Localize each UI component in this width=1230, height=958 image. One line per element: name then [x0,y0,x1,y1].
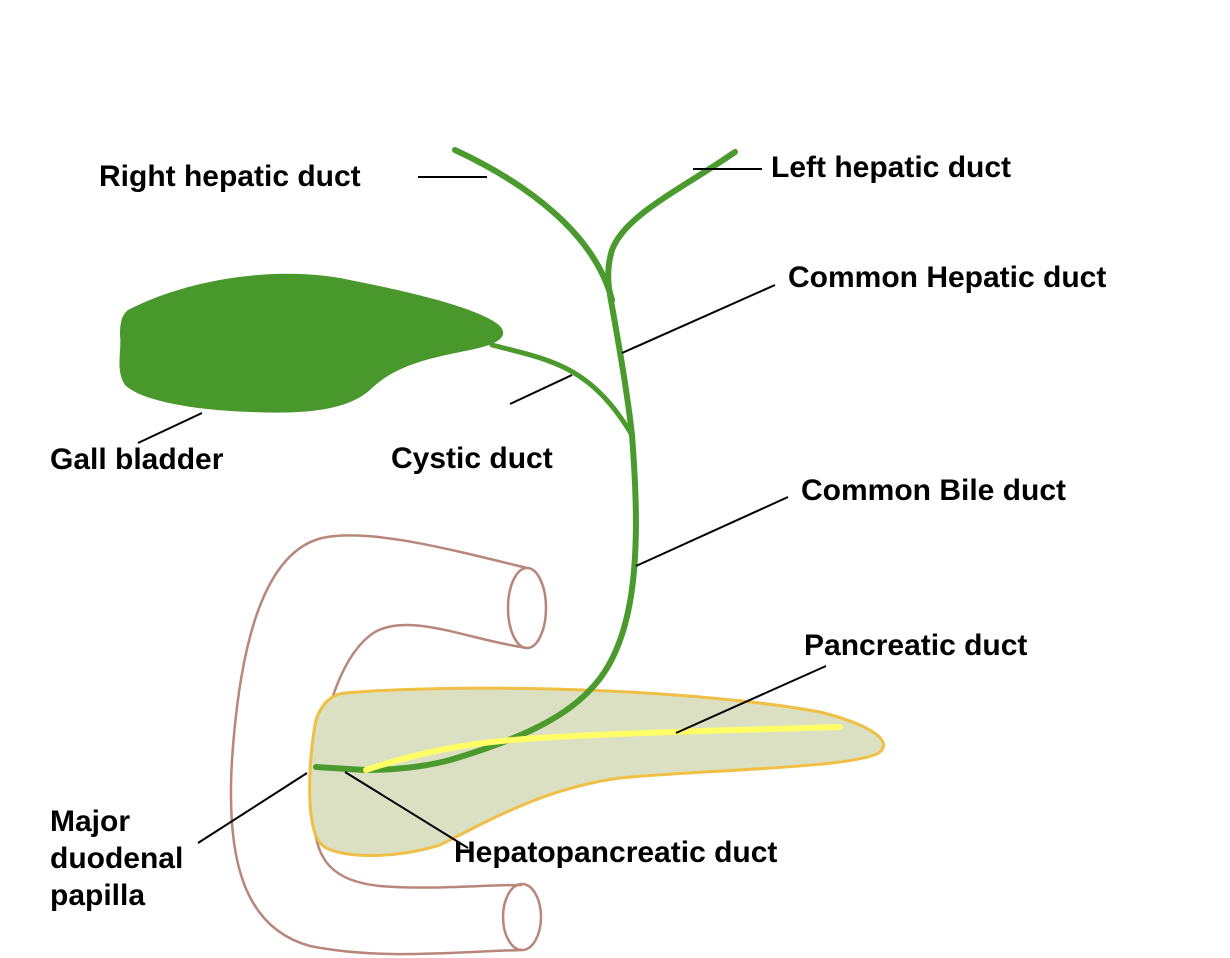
leader-pancreatic [675,665,827,734]
label-gall-bladder: Gall bladder [50,443,224,476]
right-hepatic-duct [452,147,615,303]
label-pancreatic-duct: Pancreatic duct [804,629,1028,662]
common-bile-duct [362,432,639,773]
label-common-hepatic-duct: Common Hepatic duct [788,261,1107,294]
bile-ducts [313,147,738,773]
common-hepatic-duct [607,292,635,438]
label-papilla-line-3: papilla [50,879,146,912]
label-papilla-line-1: Major [50,805,131,838]
label-cystic-duct: Cystic duct [391,442,553,475]
gall-bladder [119,273,504,413]
leader-cystic [509,374,573,405]
label-major-duodenal-papilla: Major duodenal papilla [50,803,183,914]
label-right-hepatic-duct: Right hepatic duct [99,160,361,193]
label-papilla-line-2: duodenal [50,842,184,875]
duodenum-upper-opening [506,566,548,650]
leader-gall-bladder [137,412,203,444]
label-hepatopancreatic-duct: Hepatopancreatic duct [454,836,778,869]
duodenum-outer-wall [229,534,528,956]
leader-common-bile [635,496,789,567]
leader-papilla [197,772,308,844]
duodenum-lower-opening [501,882,543,952]
pancreatic-duct [363,724,843,773]
left-hepatic-duct [605,149,738,303]
hepatopancreatic-duct [313,764,368,773]
label-common-bile-duct: Common Bile duct [801,474,1067,507]
label-left-hepatic-duct: Left hepatic duct [771,151,1012,184]
leader-hepatopancreatic [344,771,469,849]
cystic-duct [489,342,635,438]
leader-common-hepatic [621,284,776,354]
leader-lines [137,168,827,849]
